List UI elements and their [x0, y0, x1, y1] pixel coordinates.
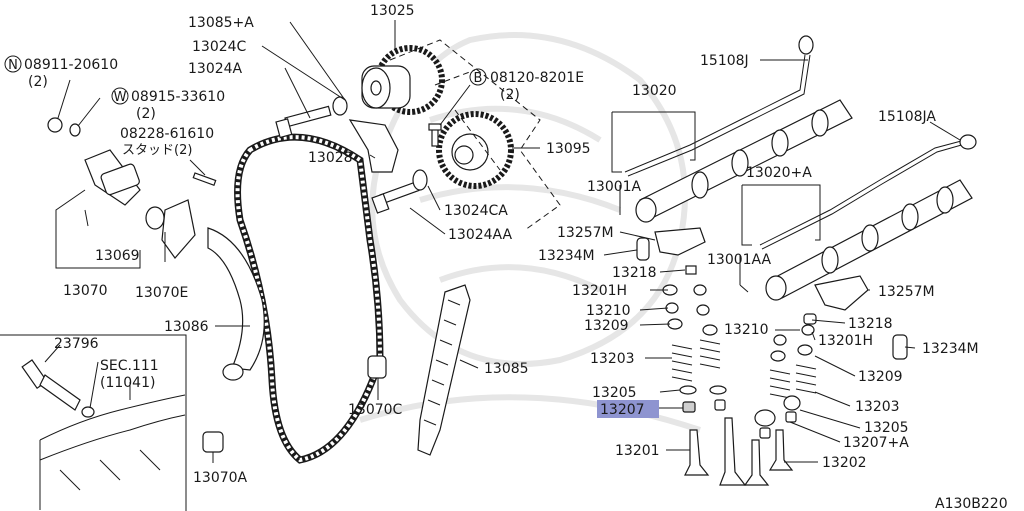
label-13202: 13202	[822, 455, 867, 471]
label-15108j: 15108J	[700, 53, 749, 69]
label-13024ca: 13024CA	[444, 203, 508, 219]
highlight-13207	[597, 400, 659, 418]
label-sec: SEC.111	[100, 358, 159, 374]
circle-letter-w: W	[114, 90, 127, 105]
label-13070c: 13070C	[348, 402, 403, 418]
circle-marker-n	[4, 55, 22, 73]
label-13207a: 13207+A	[843, 435, 909, 451]
label-15108ja: 15108JA	[878, 109, 936, 125]
o-ring-13069	[145, 206, 165, 230]
label-13201h: 13201H	[572, 283, 627, 299]
valve-train-right	[743, 313, 817, 486]
label-13203-r: 13203	[855, 399, 900, 415]
label-13028: 13028	[308, 150, 353, 166]
label-08120-qty: (2)	[500, 87, 520, 103]
timing-chain	[234, 133, 384, 464]
bolt-13070a	[202, 431, 224, 453]
tensioner-arm-13085	[417, 284, 471, 456]
label-13234m-r: 13234M	[922, 341, 979, 357]
cam-sprocket-13025	[361, 45, 445, 115]
label-13020a: 13020+A	[746, 165, 812, 181]
circle-marker-b	[469, 68, 487, 86]
label-13205-r: 13205	[864, 420, 909, 436]
bolt-13024aa	[371, 181, 420, 214]
label-13205: 13205	[592, 385, 637, 401]
oil-tube-15108j	[624, 54, 811, 177]
nut-08911	[47, 117, 63, 133]
dashed-outline-2	[434, 69, 501, 171]
label-13209: 13209	[584, 318, 629, 334]
label-13218: 13218	[612, 265, 657, 281]
tube-fitting-15108ja	[959, 134, 977, 150]
label-13001aa: 13001AA	[707, 252, 772, 268]
label-sec-ref: (11041)	[100, 375, 155, 391]
circle-letter-b: B	[474, 71, 483, 86]
camshaft-13001a	[635, 99, 853, 223]
bolt-13070c	[367, 355, 387, 379]
tube-fitting-15108j	[798, 35, 814, 55]
label-13020: 13020	[632, 83, 677, 99]
diagram-id: A130B220	[935, 496, 1008, 511]
label-08228-note: スタッド(2)	[122, 143, 192, 158]
label-13001a: 13001A	[587, 179, 642, 195]
label-08915: 08915-33610	[131, 89, 225, 105]
valve-train-left	[662, 265, 747, 486]
label-13207[interactable]: 13207	[600, 402, 645, 418]
label-13024c: 13024C	[192, 39, 247, 55]
dashed-outline-1	[389, 39, 561, 231]
guide-pivot	[222, 363, 244, 381]
label-13201: 13201	[615, 443, 660, 459]
label-13070a: 13070A	[193, 470, 248, 486]
washer-08915	[69, 123, 81, 137]
label-13209-r: 13209	[858, 369, 903, 385]
chain-guide-13086	[207, 227, 265, 371]
chain-tensioner-13070	[84, 149, 141, 206]
label-13203: 13203	[590, 351, 635, 367]
label-13069: 13069	[95, 248, 140, 264]
bolt-08120	[428, 123, 442, 147]
circle-letter-n: N	[8, 58, 18, 73]
circle-marker-w	[111, 87, 129, 105]
cam-sprocket-13095	[436, 111, 514, 189]
label-08915-qty: (2)	[136, 106, 156, 122]
label-13095: 13095	[546, 141, 591, 157]
label-13085: 13085	[484, 361, 529, 377]
pivot-13234m-left	[636, 237, 650, 261]
oil-tube-15108ja	[759, 139, 966, 250]
label-13070: 13070	[63, 283, 108, 299]
rocker-arm-13257m-right	[814, 275, 869, 311]
label-23796: 23796	[54, 336, 99, 352]
label-13218-r: 13218	[848, 316, 893, 332]
washer-13024ca	[412, 169, 428, 191]
label-08911-qty: (2)	[28, 74, 48, 90]
label-13070e: 13070E	[135, 285, 188, 301]
label-13234m: 13234M	[538, 248, 595, 264]
label-08911: 08911-20610	[24, 57, 118, 73]
label-13201h-r: 13201H	[818, 333, 873, 349]
leader-lines	[44, 20, 961, 463]
label-13210: 13210	[586, 303, 631, 319]
camshaft-13001aa	[765, 179, 973, 301]
label-13257m: 13257M	[557, 225, 614, 241]
rocker-arm-13257m-left	[654, 227, 706, 256]
stud-08228	[192, 172, 217, 186]
label-13086: 13086	[164, 319, 209, 335]
label-13025: 13025	[370, 3, 415, 19]
chain-guide-13028	[348, 119, 399, 173]
label-13085a: 13085+A	[188, 15, 254, 31]
label-13210-r: 13210	[724, 322, 769, 338]
label-13257m-r: 13257M	[878, 284, 935, 300]
label-13024aa: 13024AA	[448, 227, 513, 243]
bolt-13024a	[275, 105, 332, 139]
gasket-13070e	[161, 199, 196, 259]
label-08120: 08120-8201E	[490, 70, 584, 86]
label-08228: 08228-61610	[120, 126, 214, 142]
inset-panel	[0, 334, 187, 511]
label-13024a: 13024A	[188, 61, 243, 77]
pivot-13234m-right	[892, 334, 908, 360]
